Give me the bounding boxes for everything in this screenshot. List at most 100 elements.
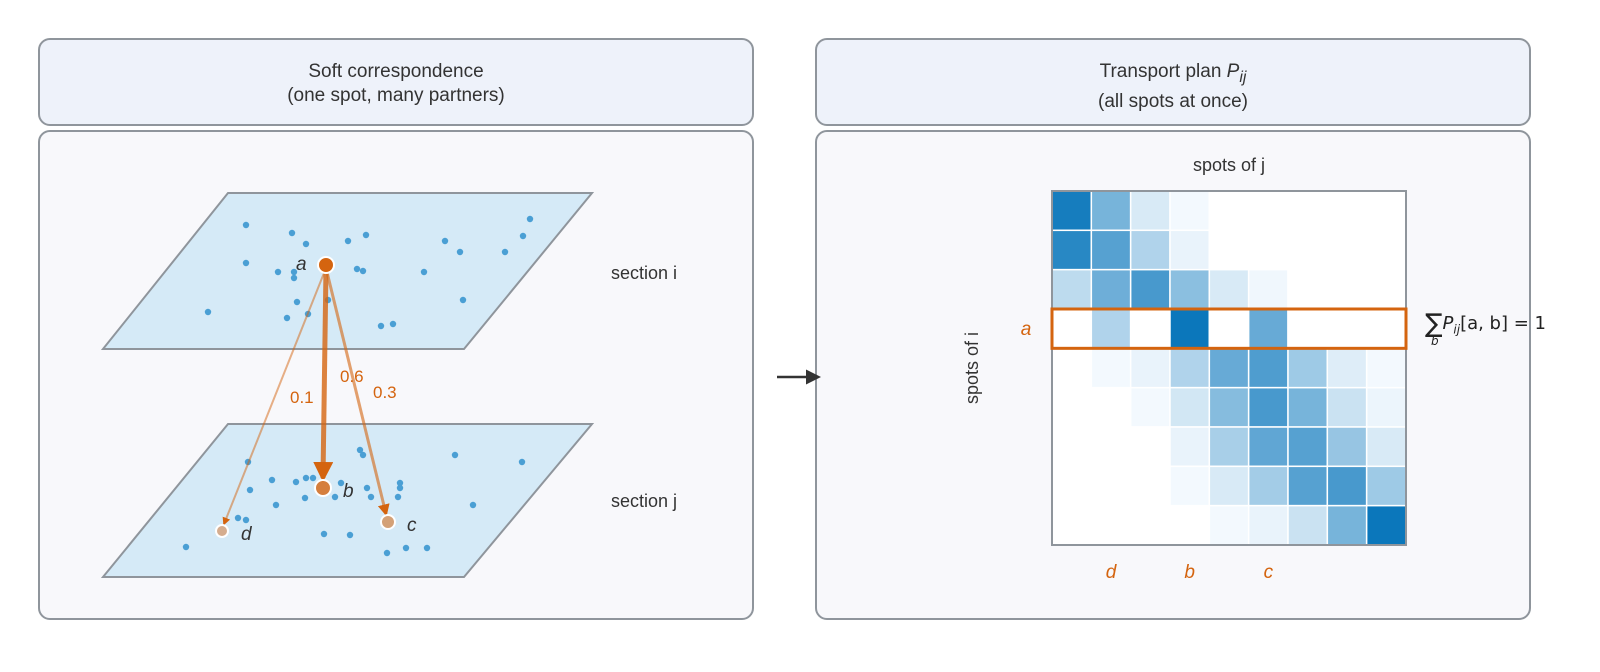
heatmap-cell (1129, 308, 1171, 350)
heatmap-cell (1365, 386, 1407, 428)
heatmap-cell (1287, 268, 1329, 310)
col-label-d: d (1106, 562, 1118, 583)
spot-d (215, 524, 229, 538)
weight-label-d: 0.1 (290, 388, 314, 407)
section-j-spot (356, 446, 364, 454)
section-i-spot (359, 267, 367, 275)
section-i-spot (420, 268, 428, 276)
section-j-plane (100, 423, 595, 578)
heatmap-cell (1287, 426, 1329, 468)
heatmap-cell (1090, 268, 1132, 310)
heatmap-cell (1247, 386, 1289, 428)
heatmap-cell (1208, 465, 1250, 507)
heatmap-cell (1247, 190, 1289, 232)
section-i-spot (242, 259, 250, 267)
heatmap-cell (1365, 268, 1407, 310)
heatmap-cell (1051, 190, 1093, 232)
heatmap-cell (1129, 190, 1171, 232)
heatmap-cell (1326, 426, 1368, 468)
heatmap-cell (1051, 386, 1093, 428)
section-i-spot (288, 229, 296, 237)
section-j-spot (396, 484, 404, 492)
heatmap-cell (1169, 504, 1211, 546)
spot-label-d: d (241, 524, 253, 545)
right-panel-title: Transport plan Pij (1099, 61, 1247, 86)
heatmap-cell (1326, 268, 1368, 310)
heatmap-cell (1365, 426, 1407, 468)
row-label-a: a (1021, 319, 1032, 340)
weight-label-b: 0.6 (340, 367, 364, 386)
section-i-spot (377, 322, 385, 330)
section-j-spot (268, 476, 276, 484)
heatmap-cell (1365, 347, 1407, 389)
section-j-spot (234, 514, 242, 522)
heatmap-cell (1287, 386, 1329, 428)
heatmap-cell (1247, 229, 1289, 271)
heatmap-cell (1326, 190, 1368, 232)
arrow-a-to-d (222, 267, 327, 526)
transport-plan-heatmap (1051, 190, 1407, 546)
heatmap-cell (1169, 426, 1211, 468)
heatmap-cell (1287, 347, 1329, 389)
section-j-spot (337, 479, 345, 487)
section-j-label: section j (611, 491, 677, 511)
heatmap-cell (1208, 386, 1250, 428)
heatmap-cell (1365, 229, 1407, 271)
section-i-spot (459, 296, 467, 304)
section-j-spot (292, 478, 300, 486)
section-j-spot (359, 451, 367, 459)
section-j-spot (396, 479, 404, 487)
col-label-b: b (1184, 562, 1195, 583)
x-axis-label: spots of j (1193, 155, 1265, 175)
section-j-spot (246, 486, 254, 494)
heatmap-cell (1287, 229, 1329, 271)
heatmap-cell (1208, 308, 1250, 350)
highlight-row-a (1050, 307, 1408, 350)
heatmap-cell (1051, 504, 1093, 546)
left-panel-subtitle: (one spot, many partners) (287, 85, 505, 106)
section-i-spot (242, 221, 250, 229)
heatmap-cell (1051, 347, 1093, 389)
section-i-spot (441, 237, 449, 245)
heatmap-cell (1208, 347, 1250, 389)
heatmap-cell (1169, 465, 1211, 507)
section-i-spot (344, 237, 352, 245)
heatmap-cell (1208, 426, 1250, 468)
section-j-spots (182, 446, 526, 557)
section-j-spot (402, 544, 410, 552)
sum-sigma-symbol: ∑ (1425, 309, 1443, 339)
heatmap-cell (1208, 268, 1250, 310)
section-i-label: section i (611, 263, 677, 283)
right-panel-header: Transport plan Pij (all spots at once) (815, 38, 1531, 126)
heatmap-cell (1247, 268, 1289, 310)
heatmap-cell (1365, 308, 1407, 350)
heatmap-cell (1051, 426, 1093, 468)
heatmap-cell (1129, 386, 1171, 428)
section-i-spots (204, 215, 534, 330)
heatmap-cell (1051, 308, 1093, 350)
heatmap-cell (1287, 465, 1329, 507)
heatmap-cell (1326, 308, 1368, 350)
heatmap-cell (1129, 465, 1171, 507)
heatmap-cell (1090, 229, 1132, 271)
arrow-a-to-c (324, 267, 390, 517)
section-j-spot (383, 549, 391, 557)
heatmap-cell (1090, 190, 1132, 232)
heatmap-cell (1326, 347, 1368, 389)
section-j-spot (346, 531, 354, 539)
heatmap-cell (1169, 268, 1211, 310)
section-i-spot (456, 248, 464, 256)
spot-c (380, 514, 396, 530)
section-j-spot (309, 474, 317, 482)
left-panel-title: Soft correspondence (308, 61, 484, 82)
spot-label-a: a (296, 254, 307, 275)
arrow-a-to-b (313, 267, 334, 482)
heatmap-cell (1169, 190, 1211, 232)
heatmap-cell (1129, 229, 1171, 271)
section-i-spot (389, 320, 397, 328)
section-j-spot (363, 484, 371, 492)
left-panel-header: Soft correspondence (one spot, many part… (38, 38, 754, 126)
heatmap-cell (1129, 268, 1171, 310)
heatmap-cell (1247, 504, 1289, 546)
